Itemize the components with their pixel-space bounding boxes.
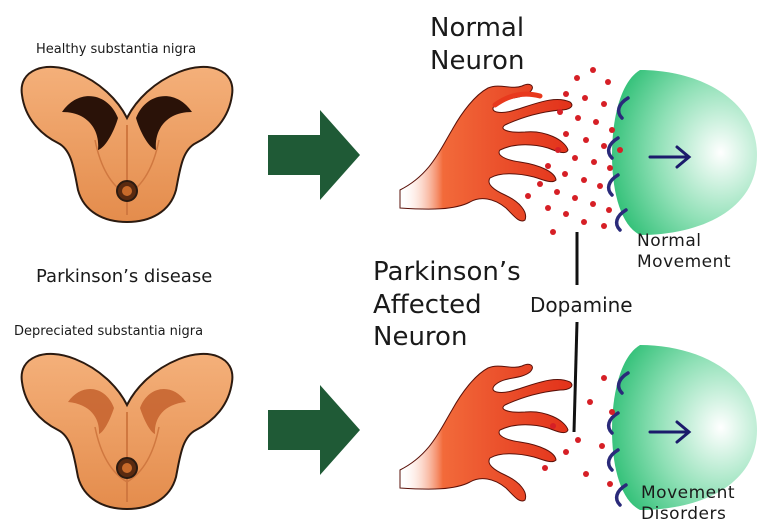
healthy-substantia-nigra-label: Healthy substantia nigra <box>36 43 196 56</box>
depreciated-brain-icon <box>22 354 233 509</box>
top-right-arrow-icon <box>268 110 360 200</box>
healthy-brain-icon <box>22 67 233 222</box>
affected-neuron-icon <box>400 364 572 501</box>
normal-neuron-icon <box>400 84 572 221</box>
affected-neuron-label: Parkinson’s Affected Neuron <box>373 256 521 354</box>
depreciated-substantia-nigra-label: Depreciated substantia nigra <box>14 325 203 338</box>
bottom-right-arrow-icon <box>268 385 360 475</box>
dopamine-label: Dopamine <box>530 295 633 315</box>
normal-movement-label: Normal Movement <box>637 231 731 274</box>
parkinsons-disease-label: Parkinson’s disease <box>36 268 212 286</box>
normal-neuron-label: Normal Neuron <box>430 12 524 77</box>
movement-disorders-label: Movement Disorders <box>641 483 735 526</box>
dopamine-pointer-line <box>574 322 577 432</box>
dopamine-dots-bottom <box>542 375 615 487</box>
